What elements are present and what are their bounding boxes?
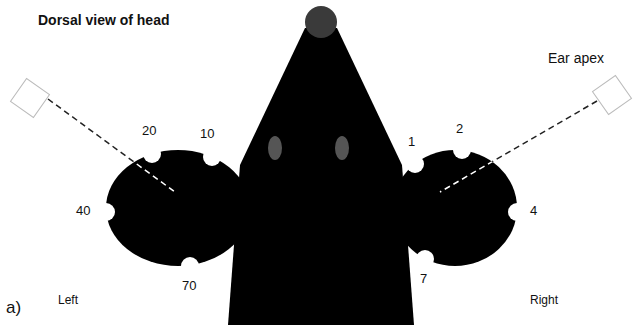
ear-notch: [143, 145, 161, 163]
callout-number: 70: [182, 279, 196, 294]
callout-number: 40: [76, 204, 90, 219]
eye: [268, 136, 282, 160]
apex-label: Ear apex: [548, 50, 604, 66]
ear-notch: [97, 203, 115, 221]
callout-number: 7: [420, 272, 427, 287]
left-ear: [106, 150, 250, 266]
side-label: Left: [58, 294, 78, 308]
ear-axis-inner: [48, 99, 175, 192]
nose-tip: [305, 6, 337, 38]
ear-notch: [203, 148, 221, 166]
ear-notch: [406, 155, 424, 173]
callout-number: 2: [456, 122, 463, 137]
ear-axis-line: [440, 101, 597, 192]
callout-number: 4: [530, 204, 537, 219]
ear-notch: [416, 250, 434, 268]
figure-title: Dorsal view of head: [38, 12, 169, 28]
eye: [335, 136, 349, 160]
ear-axis-inner: [440, 101, 597, 192]
side-label: Right: [530, 294, 558, 308]
ear-apex-marker: [11, 79, 50, 118]
ear-notch: [508, 203, 526, 221]
ear-axis-line: [440, 101, 597, 192]
ear-notch: [181, 257, 199, 275]
panel-label: a): [6, 298, 21, 318]
callout-number: 10: [200, 127, 214, 142]
right-ear: [393, 150, 517, 266]
ear-axis-line: [48, 99, 175, 192]
callout-number: 1: [408, 135, 415, 150]
ear-axis-line: [48, 99, 175, 192]
head-shape: [228, 28, 414, 325]
ear-notch: [453, 141, 471, 159]
ear-apex-marker: [593, 76, 632, 115]
callout-number: 20: [142, 124, 156, 139]
